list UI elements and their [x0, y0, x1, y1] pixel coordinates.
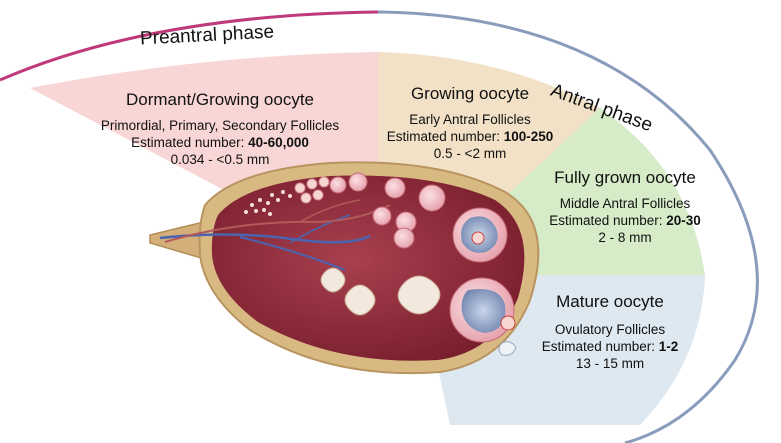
dormant-stage-label: Dormant/Growing oocyte Primordial, Prima…	[90, 90, 350, 168]
blood-vessel	[239, 236, 346, 271]
blood-vessel	[159, 233, 371, 244]
antral-follicle	[452, 207, 508, 263]
stage-title: Fully grown oocyte	[554, 168, 696, 187]
stage-title: Dormant/Growing oocyte	[125, 90, 315, 109]
follicle-type: Ovulatory Follicles	[554, 322, 666, 337]
estimated-number: Estimated number: 20-30	[549, 213, 701, 228]
primary-follicles	[294, 176, 330, 204]
estimated-number: Estimated number: 100-250	[386, 129, 554, 144]
primordial-follicles	[244, 190, 292, 216]
released-oocyte	[498, 341, 517, 356]
follicle-size: 0.5 - <2 mm	[433, 146, 507, 161]
follicle-size: 13 - 15 mm	[575, 356, 645, 371]
mature-stage-label: Mature oocyte Ovulatory Follicles Estima…	[520, 292, 700, 372]
follicle-size: 0.034 - <0.5 mm	[170, 152, 270, 167]
estimated-number: Estimated number: 1-2	[541, 339, 679, 354]
follicle-size: 2 - 8 mm	[598, 230, 652, 245]
secondary-follicles	[329, 172, 368, 194]
stage-title: Mature oocyte	[556, 292, 664, 311]
antral-phase-arc	[377, 10, 759, 443]
early-antral-follicles	[372, 177, 446, 249]
preantral-phase-arc	[0, 10, 379, 82]
stage-title: Growing oocyte	[410, 84, 530, 103]
follicle-type: Middle Antral Follicles	[559, 196, 691, 211]
follicle-type: Early Antral Follicles	[409, 112, 531, 127]
follicle-type: Primordial, Primary, Secondary Follicles	[100, 118, 340, 133]
blood-vessel	[289, 214, 351, 244]
fully-grown-stage-label: Fully grown oocyte Middle Antral Follicl…	[530, 168, 720, 246]
corpus-luteum	[320, 267, 441, 316]
blood-vessel	[164, 204, 391, 243]
growing-stage-label: Growing oocyte Early Antral Follicles Es…	[375, 84, 565, 162]
preovulatory-follicle	[449, 277, 516, 343]
ovary-illustration	[149, 161, 540, 375]
blood-vessel	[299, 199, 361, 223]
estimated-number: Estimated number: 40-60,000	[131, 135, 309, 150]
